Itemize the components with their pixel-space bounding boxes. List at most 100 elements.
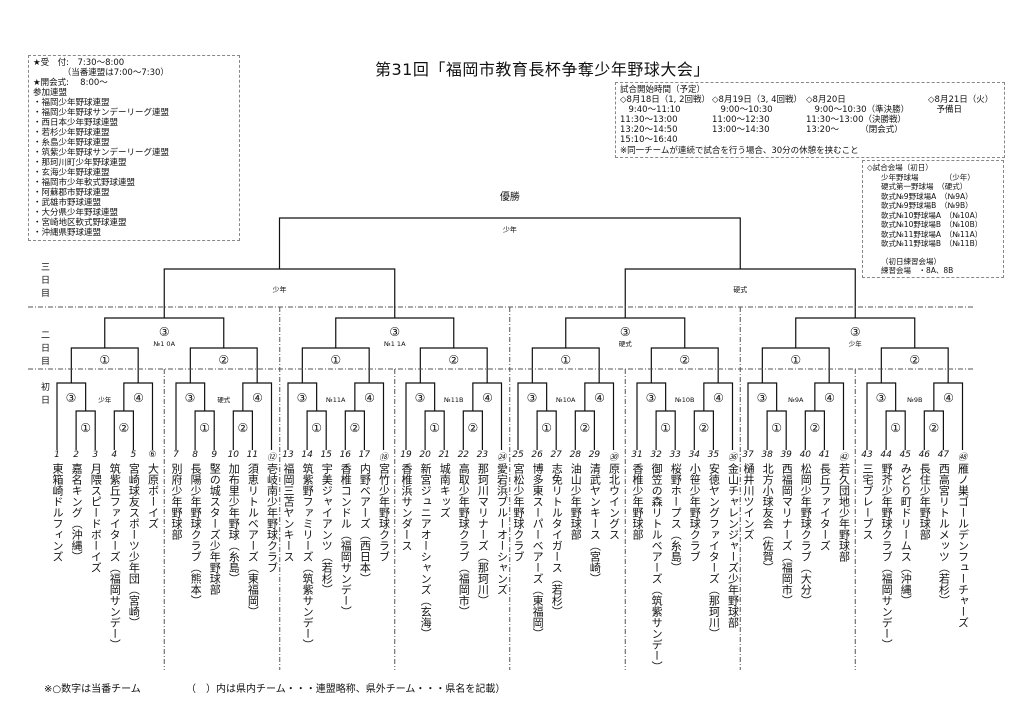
- team-name: 壱岐南少年野球クラブ: [265, 463, 279, 573]
- team-name: 新宮ジュニアオーシャンズ（玄海）: [419, 463, 433, 639]
- team-name: 嘉名キング（沖縄）: [70, 463, 84, 562]
- day2-game-3-mark: ③: [620, 325, 631, 339]
- info-line: ・阿蘇郡市野球連盟: [33, 188, 110, 198]
- schedule-header: 試合開始時間（予定）: [620, 85, 706, 95]
- team-name: 志免リトルタイガース（若杉）: [550, 463, 564, 617]
- team-name: 西福岡マリナーズ（福岡市）: [780, 463, 794, 606]
- team-number: 34: [688, 450, 701, 460]
- team-name: 堅の城スターズ少年野球部: [208, 463, 222, 595]
- info-line: ・福岡少年野球サンデーリーグ連盟: [33, 108, 170, 118]
- day2-venue-label: №1 0A: [152, 340, 175, 348]
- team-number: 41: [818, 450, 831, 460]
- team-name: 月隈スピードボーイズ: [89, 463, 103, 573]
- team-number: ⑫: [266, 453, 276, 463]
- team-name: 那珂川マリナーズ（那珂川）: [476, 463, 490, 606]
- game-3-mark: ③: [297, 391, 308, 405]
- team-number: 4: [111, 450, 118, 460]
- team-number: 17: [358, 450, 371, 460]
- team-number: 35: [707, 450, 720, 460]
- venue-item: 軟式№11野球場A （№11A）: [881, 229, 983, 239]
- team-name: 香椎少年野球部: [631, 463, 644, 540]
- practice-venue: 練習会場 ・8A、8B: [881, 266, 954, 275]
- game-3-mark: ③: [185, 391, 196, 405]
- schedule-time: 9:00〜10:30（準決勝）: [806, 105, 910, 115]
- game-3-mark: ③: [757, 391, 768, 405]
- team-number: ㉚: [608, 453, 618, 463]
- team-number: 40: [799, 450, 812, 460]
- team-name: 安徳ヤングファイターズ（那珂川）: [707, 463, 721, 639]
- venue-item: 硬式第一野球場 （硬式）: [881, 182, 968, 191]
- info-line: ・糸島少年野球連盟: [33, 138, 110, 148]
- team-number: 9: [211, 450, 218, 460]
- schedule-time: 11:00〜12:30: [712, 115, 770, 125]
- venue-item: 軟式№10野球場A （№10A）: [881, 210, 983, 220]
- schedule-day: ◇8月20日 9:00〜10:30（準決勝）11:30〜13:00（決勝戦）13…: [806, 95, 909, 135]
- team-name: 松岡少年野球クラブ（大分）: [799, 463, 813, 606]
- team-name: 若久団地少年野球部: [837, 463, 851, 562]
- schedule-time: 15:10〜16:40: [620, 135, 678, 145]
- team-name: 宇美ジャイアンツ（若杉）: [320, 463, 334, 595]
- day2-game-2-mark: ②: [679, 353, 690, 367]
- game-2-mark: ②: [349, 421, 360, 435]
- schedule-day: ◇8月21日（火） 予備日: [928, 95, 993, 115]
- day2-venue-label: 少年: [849, 339, 863, 348]
- final-venue-label: 少年: [503, 225, 517, 234]
- team-name: 博多東スーパーベアーズ（東福岡）: [531, 463, 545, 639]
- game-3-mark: ③: [646, 391, 657, 405]
- team-number: 45: [899, 450, 911, 460]
- team-name: 西高宮リトルメッツ（若杉）: [937, 463, 951, 606]
- team-name: 愛宕浜ブルーオーシャンズ: [495, 463, 509, 595]
- schedule-time: 13:00〜14:30: [712, 125, 770, 135]
- team-name: みどり町ドリームス（沖縄）: [899, 463, 913, 606]
- team-number: 13: [282, 450, 294, 460]
- schedule-time: 13:20〜 （閉会式）: [806, 125, 903, 135]
- final-line: [278, 217, 741, 269]
- team-name: 宮崎球友スポーツ少年団（宮崎）: [127, 463, 141, 628]
- team-number: 32: [650, 450, 662, 460]
- game-4-mark: ④: [252, 391, 263, 405]
- team-number: 11: [246, 450, 259, 460]
- team-number: 46: [918, 450, 931, 460]
- schedule-date: ◇8月21日（火）: [928, 95, 994, 105]
- game-1-mark: ①: [890, 421, 901, 435]
- team-name: 雁ノ巣ゴールデンフューチャーズ: [956, 463, 970, 628]
- team-number: 2: [73, 450, 79, 460]
- team-number: 27: [550, 450, 562, 460]
- game-3-mark: ③: [527, 391, 538, 405]
- day3-label: 三日目: [39, 262, 49, 301]
- schedule-time: 予備日: [928, 105, 963, 115]
- team-name: 油山少年野球部: [569, 463, 583, 540]
- info-line: ・福岡少年野球連盟: [33, 98, 110, 108]
- team-number: 47: [937, 450, 950, 460]
- day3-venue-label: 少年: [273, 285, 287, 294]
- team-name: 福岡三苫ヤンキース: [282, 463, 295, 562]
- schedule-time: 9:40〜11:10: [620, 105, 681, 115]
- schedule-time: 11:30〜13:00: [620, 115, 678, 125]
- team-number: 16: [339, 450, 352, 460]
- team-name: 原北ウイングス: [607, 463, 621, 540]
- info-line: ・福岡市少年軟式野球連盟: [33, 178, 136, 188]
- team-name: 東箱崎ドルフィンズ: [51, 463, 64, 562]
- team-number: 10: [227, 450, 240, 460]
- team-number: 43: [861, 450, 873, 460]
- info-line: ・那珂川町少年野球連盟: [33, 158, 127, 168]
- team-name: 金山チャレンジャーズ少年野球部: [726, 463, 740, 628]
- champion-label: 優勝: [500, 190, 520, 203]
- venue-item: 軟式№9野球場A （№9A）: [881, 191, 973, 201]
- info-line: 参加連盟: [33, 88, 68, 98]
- team-name: 香椎浜サンダース: [400, 463, 413, 551]
- team-number: 7: [173, 450, 179, 460]
- game-3-mark: ③: [66, 391, 77, 405]
- info-line: （当番連盟は7:00〜7:30）: [33, 68, 169, 78]
- team-number: 23: [476, 450, 489, 460]
- team-number: ㊽: [957, 453, 967, 463]
- schedule-time: 13:20〜14:50: [620, 125, 678, 135]
- team-name: 長陽少年野球クラブ（熊本）: [189, 463, 203, 606]
- info-line: ・大分県少年野球連盟: [33, 208, 119, 218]
- team-number: ⑥: [148, 450, 157, 460]
- team-name: 北方小球友会（佐賀）: [761, 463, 775, 573]
- game-3-mark: ③: [876, 391, 887, 405]
- team-number: ⑱: [378, 453, 388, 463]
